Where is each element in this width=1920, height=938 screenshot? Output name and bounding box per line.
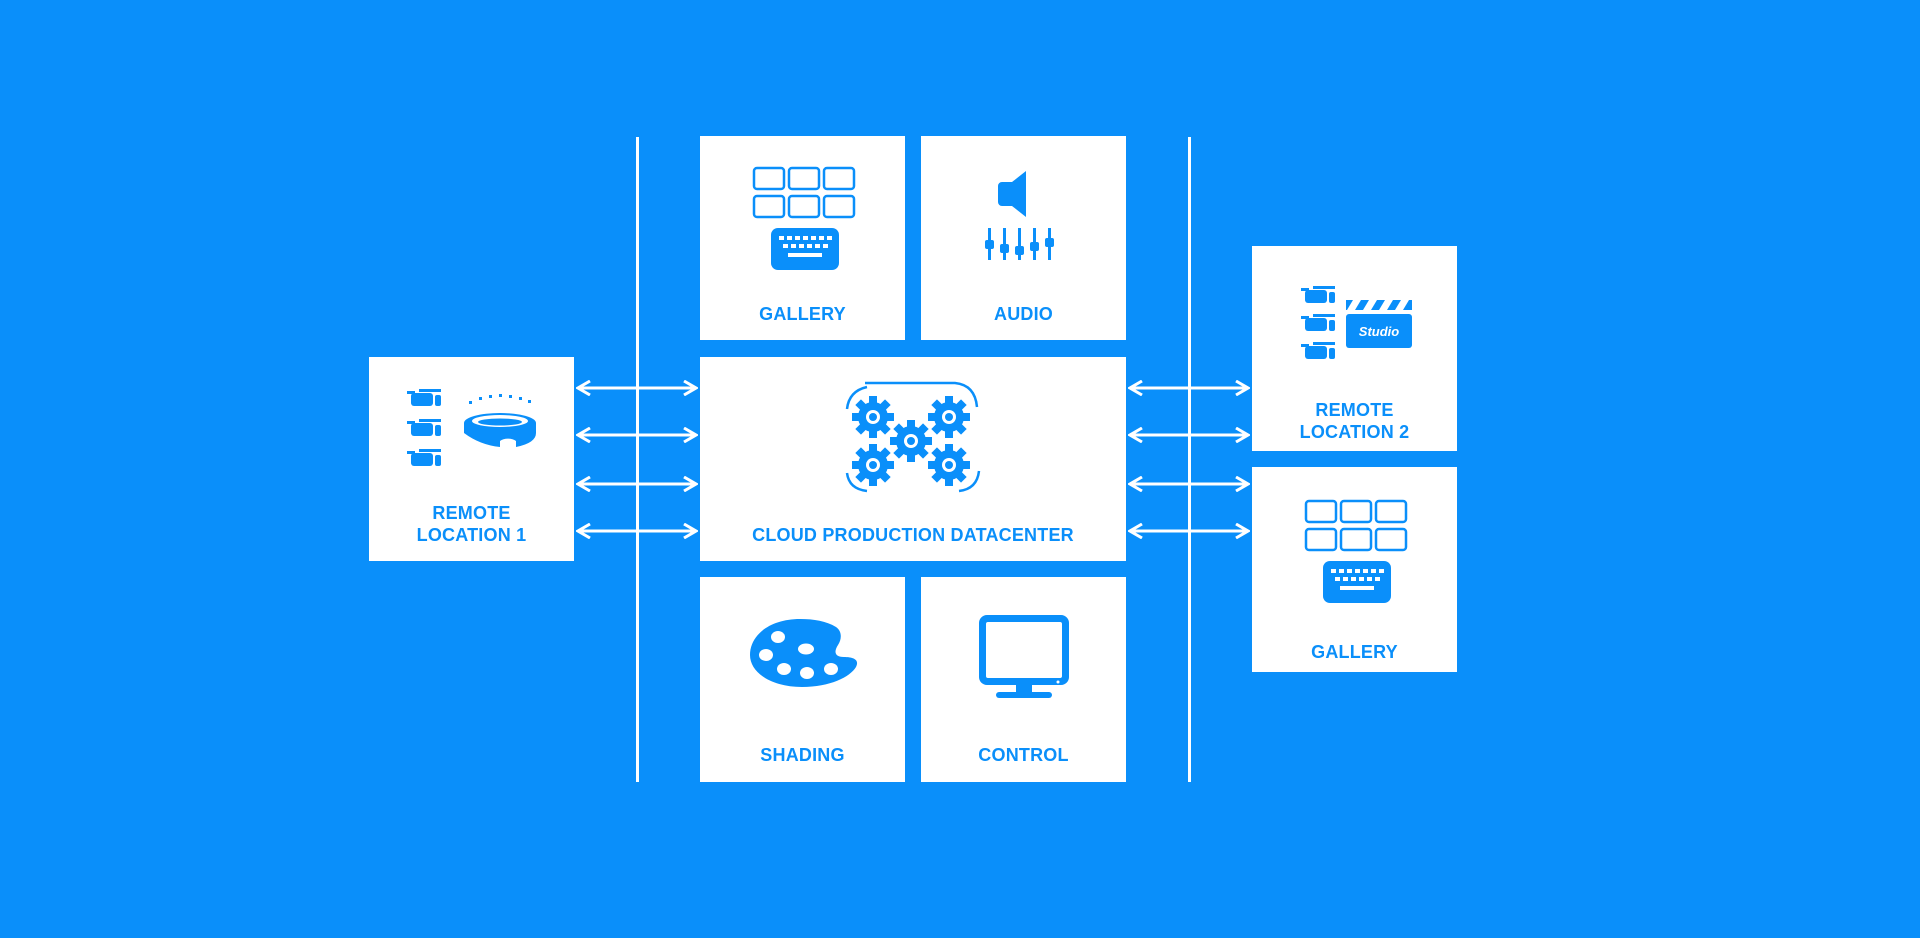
remote-location-2-node: Studio REMOTE LOCATION 2: [1252, 246, 1457, 451]
shading-node: SHADING: [700, 577, 905, 782]
cameras-studio-icon: [1301, 286, 1412, 359]
palette-icon: [750, 619, 858, 687]
remote-location-1-label-line1: REMOTE: [432, 503, 511, 523]
remote-location-1-label-line2: LOCATION 1: [416, 525, 527, 545]
cameras-stadium-icon: [407, 389, 536, 466]
bidirectional-arrow-left-4: [576, 523, 698, 539]
bidirectional-arrow-left-3: [576, 476, 698, 492]
monitor-icon: [979, 615, 1069, 698]
bidirectional-arrow-left-1: [576, 380, 698, 396]
gallery-right-label: GALLERY: [1311, 642, 1398, 662]
audio-label: AUDIO: [994, 304, 1053, 324]
bidirectional-arrow-right-4: [1128, 523, 1250, 539]
bidirectional-arrow-right-1: [1128, 380, 1250, 396]
shading-label: SHADING: [760, 745, 845, 765]
gears-cloud-icon: [845, 381, 981, 493]
multiviewer-keyboard-icon: [752, 166, 856, 270]
gallery-top-label: GALLERY: [759, 304, 846, 324]
datacenter-label: CLOUD PRODUCTION DATACENTER: [752, 525, 1074, 545]
remote-location-2-label-line2: LOCATION 2: [1299, 422, 1410, 442]
gallery-top-node: GALLERY: [700, 136, 905, 340]
multiviewer-keyboard-icon: [1304, 499, 1408, 603]
control-label: CONTROL: [978, 745, 1069, 765]
studio-text: Studio: [1358, 324, 1400, 339]
cloud-production-datacenter-node: CLOUD PRODUCTION DATACENTER: [700, 357, 1126, 561]
audio-node: AUDIO: [921, 136, 1126, 340]
control-node: CONTROL: [921, 577, 1126, 782]
bidirectional-arrow-right-2: [1128, 427, 1250, 443]
remote-location-2-label-line1: REMOTE: [1315, 400, 1394, 420]
remote-location-1-node: REMOTE LOCATION 1: [369, 357, 574, 561]
bidirectional-arrow-right-3: [1128, 476, 1250, 492]
right-divider-line: [1188, 137, 1191, 782]
left-divider-line: [636, 137, 639, 782]
bidirectional-arrow-left-2: [576, 427, 698, 443]
gallery-right-node: GALLERY: [1252, 467, 1457, 672]
speaker-mixer-icon: [985, 171, 1054, 260]
